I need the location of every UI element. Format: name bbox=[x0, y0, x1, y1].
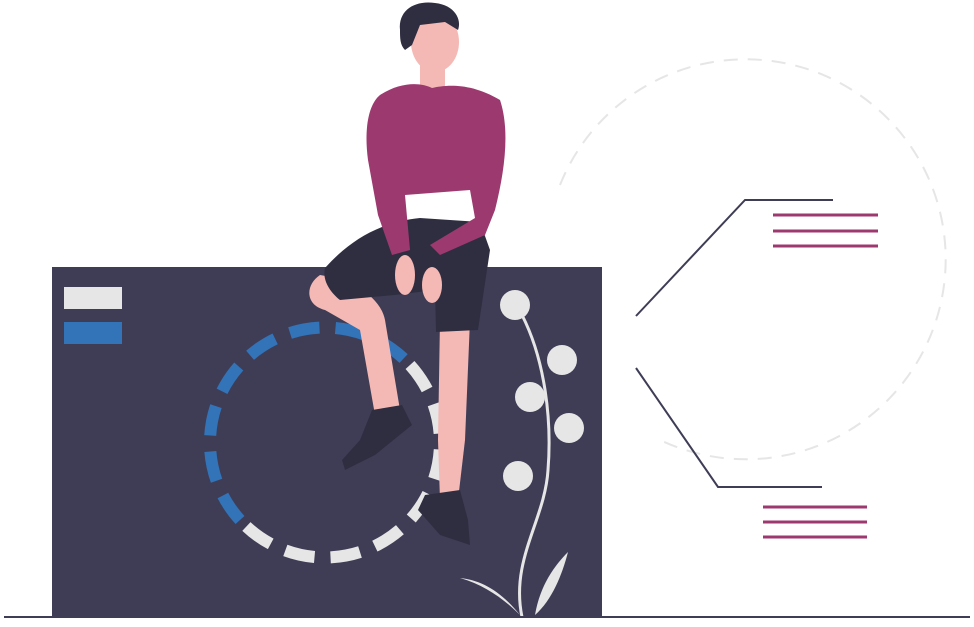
dark-panel bbox=[52, 267, 602, 617]
plant bbox=[460, 290, 584, 618]
text-lines-bottom bbox=[763, 505, 867, 539]
panel-bar-blue bbox=[64, 322, 122, 344]
connector-line-bottom bbox=[635, 367, 822, 488]
dashed-circle-gray bbox=[235, 360, 446, 564]
large-dashed-circle bbox=[559, 58, 947, 461]
text-lines-top bbox=[773, 213, 878, 248]
panel-bar-gray bbox=[64, 287, 122, 309]
connector-line-top bbox=[635, 199, 833, 317]
person bbox=[309, 2, 506, 545]
dashed-circle-blue bbox=[204, 321, 415, 525]
